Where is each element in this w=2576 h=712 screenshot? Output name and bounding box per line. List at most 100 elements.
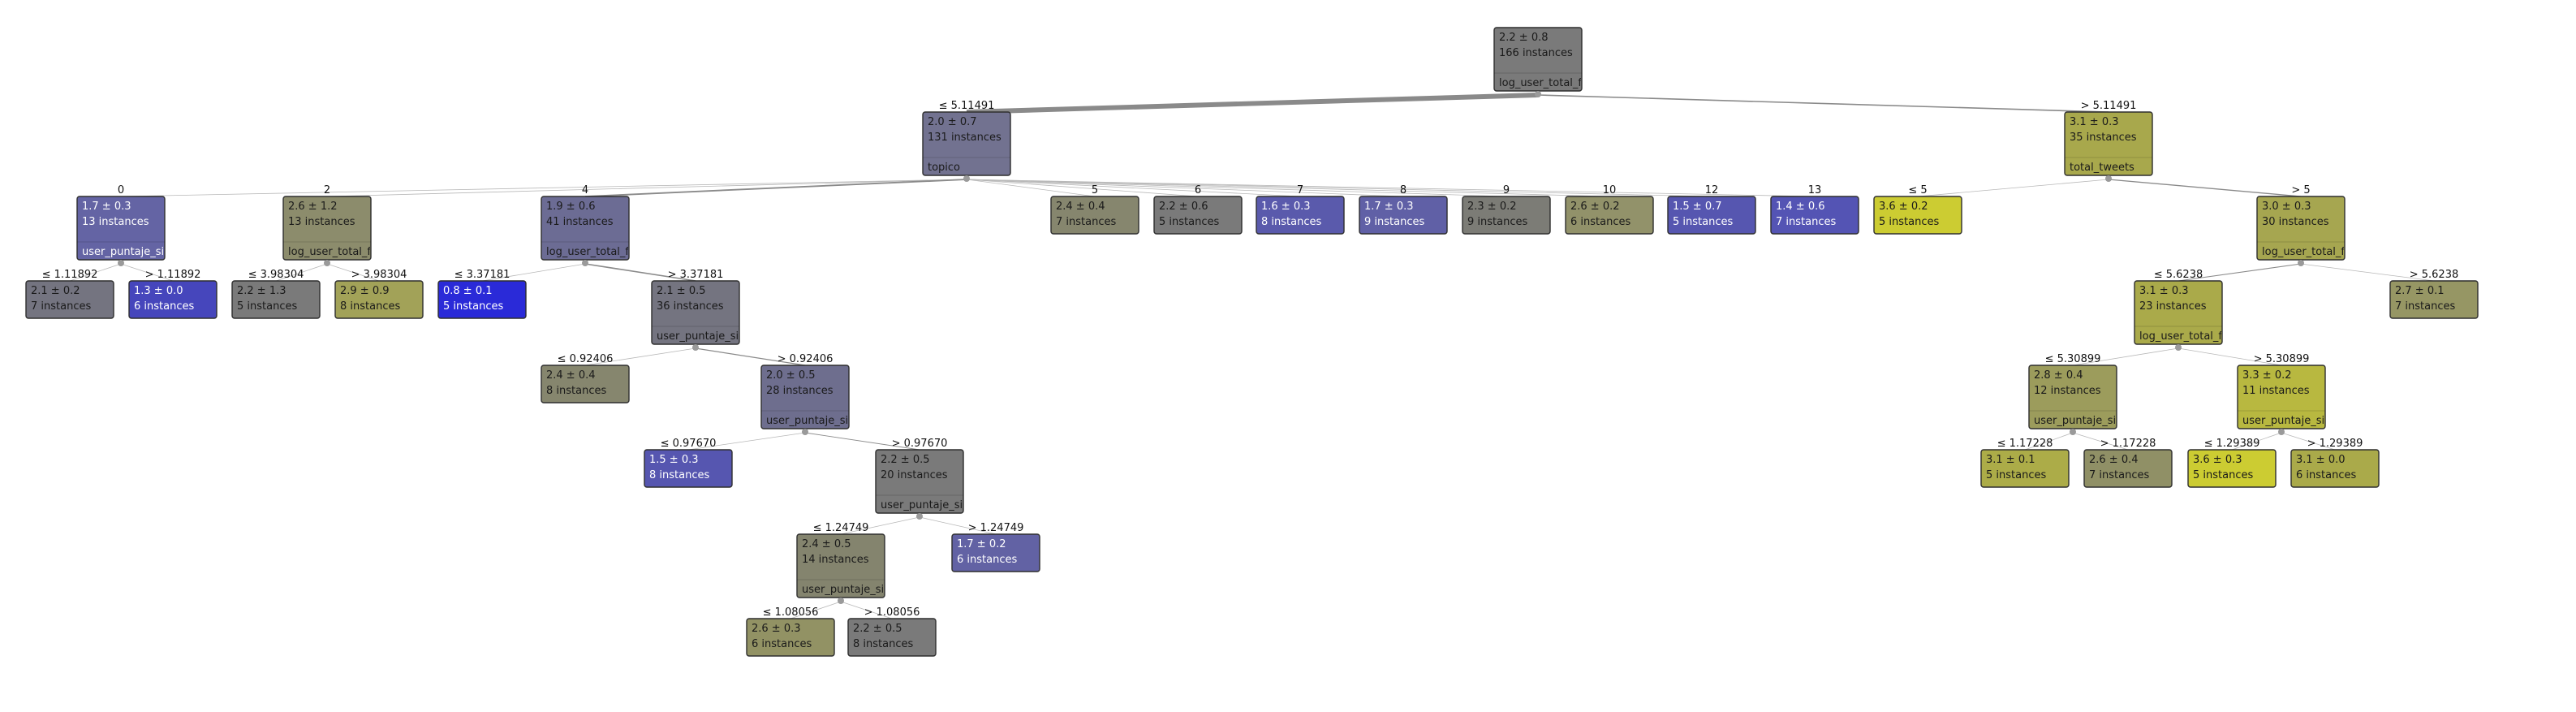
expand-collapse-handle[interactable]	[2105, 175, 2112, 182]
node-mean-value: 2.6 ± 1.2	[288, 201, 338, 213]
expand-collapse-handle[interactable]	[963, 175, 970, 182]
node-mean-value: 3.1 ± 0.1	[1986, 454, 2035, 466]
node-mean-value: 3.1 ± 0.3	[2070, 116, 2119, 128]
leaf-node[interactable]: 71.6 ± 0.38 instances	[1256, 184, 1345, 235]
node-mean-value: 1.7 ± 0.2	[957, 538, 1006, 550]
edge-condition-label: ≤ 0.92406	[558, 353, 614, 365]
node-box	[541, 365, 630, 403]
expand-collapse-handle[interactable]	[2175, 344, 2182, 351]
node-instance-count: 12 instances	[2034, 385, 2101, 397]
node-mean-value: 2.7 ± 0.1	[2395, 285, 2445, 297]
node-box	[1256, 196, 1345, 235]
node-instance-count: 41 instances	[546, 216, 614, 228]
expand-collapse-handle[interactable]	[2278, 429, 2285, 435]
leaf-node[interactable]: 131.4 ± 0.67 instances	[1770, 184, 1859, 235]
expand-collapse-handle[interactable]	[1535, 91, 1541, 97]
expand-collapse-handle[interactable]	[2070, 429, 2076, 435]
tree-edge	[326, 179, 967, 197]
expand-collapse-handle[interactable]	[916, 513, 923, 520]
leaf-node[interactable]: 92.3 ± 0.29 instances	[1462, 184, 1551, 235]
node-mean-value: 3.3 ± 0.2	[2242, 369, 2292, 382]
tree-edge	[275, 263, 328, 282]
node-instance-count: 13 instances	[288, 216, 355, 228]
node-instance-count: 8 instances	[546, 385, 606, 397]
expand-collapse-handle[interactable]	[2298, 260, 2304, 266]
node-instance-count: 5 instances	[1673, 216, 1733, 228]
leaf-node[interactable]: ≤ 5 3.6 ± 0.2 5 instances	[1873, 184, 1962, 235]
node-split-attribute: topico	[928, 162, 960, 174]
edge-condition-label: > 5	[2291, 184, 2310, 196]
edge-condition-label: 0	[118, 184, 124, 196]
edge-condition-label: ≤ 5	[1908, 184, 1927, 196]
leaf-node[interactable]: 52.4 ± 0.47 instances	[1050, 184, 1139, 235]
node-mean-value: 2.2 ± 0.5	[853, 623, 902, 635]
node-box	[644, 449, 733, 488]
leaf-node[interactable]: 12 1.5 ± 0.7 5 instances	[1667, 184, 1756, 235]
expand-collapse-handle[interactable]	[118, 260, 124, 266]
node-mean-value: 3.0 ± 0.3	[2262, 201, 2311, 213]
node-mean-value: 3.6 ± 0.2	[1879, 201, 1928, 213]
tree-edge	[1917, 179, 2109, 197]
node-split-attribute: log_user_total_fol	[2262, 246, 2354, 258]
expand-collapse-handle[interactable]	[838, 598, 844, 604]
leaf-node[interactable]: 81.7 ± 0.39 instances	[1359, 184, 1448, 235]
node-instance-count: 23 instances	[2139, 300, 2207, 313]
node-mean-value: 2.2 ± 0.5	[881, 454, 930, 466]
node-instance-count: 131 instances	[928, 132, 1002, 144]
edge-condition-label: 12	[1705, 184, 1719, 196]
edge-condition-label: ≤ 3.98304	[248, 269, 304, 281]
tree-edge	[2281, 432, 2336, 451]
node-mean-value: 1.5 ± 0.7	[1673, 201, 1722, 213]
edge-condition-label: ≤ 1.17228	[1997, 438, 2053, 450]
expand-collapse-handle[interactable]	[582, 260, 588, 266]
tree-edge	[481, 263, 586, 282]
expand-collapse-handle[interactable]	[802, 429, 808, 435]
tree-edge	[326, 263, 380, 282]
node-mean-value: 1.3 ± 0.0	[134, 285, 183, 297]
tree-edge	[687, 432, 806, 451]
node-split-attribute: user_puntaje_sig	[881, 499, 969, 511]
expand-collapse-handle[interactable]	[692, 344, 699, 351]
leaf-node[interactable]: 102.6 ± 0.26 instances	[1565, 184, 1654, 235]
leaf-node[interactable]: 62.2 ± 0.65 instances	[1153, 184, 1243, 235]
tree-edge	[966, 179, 1301, 197]
expand-collapse-handle[interactable]	[324, 260, 330, 266]
edge-condition-label: ≤ 1.08056	[763, 606, 819, 619]
edge-condition-label: > 5.6238	[2410, 269, 2459, 281]
node-mean-value: 2.6 ± 0.2	[1570, 201, 1620, 213]
node-instance-count: 5 instances	[1879, 216, 1939, 228]
edge-condition-label: ≤ 1.24749	[813, 522, 869, 534]
split-node[interactable]: > 53.0 ± 0.330 instanceslog_user_total_f…	[2256, 184, 2354, 266]
node-box	[231, 280, 321, 319]
node-instance-count: 6 instances	[957, 554, 1017, 566]
